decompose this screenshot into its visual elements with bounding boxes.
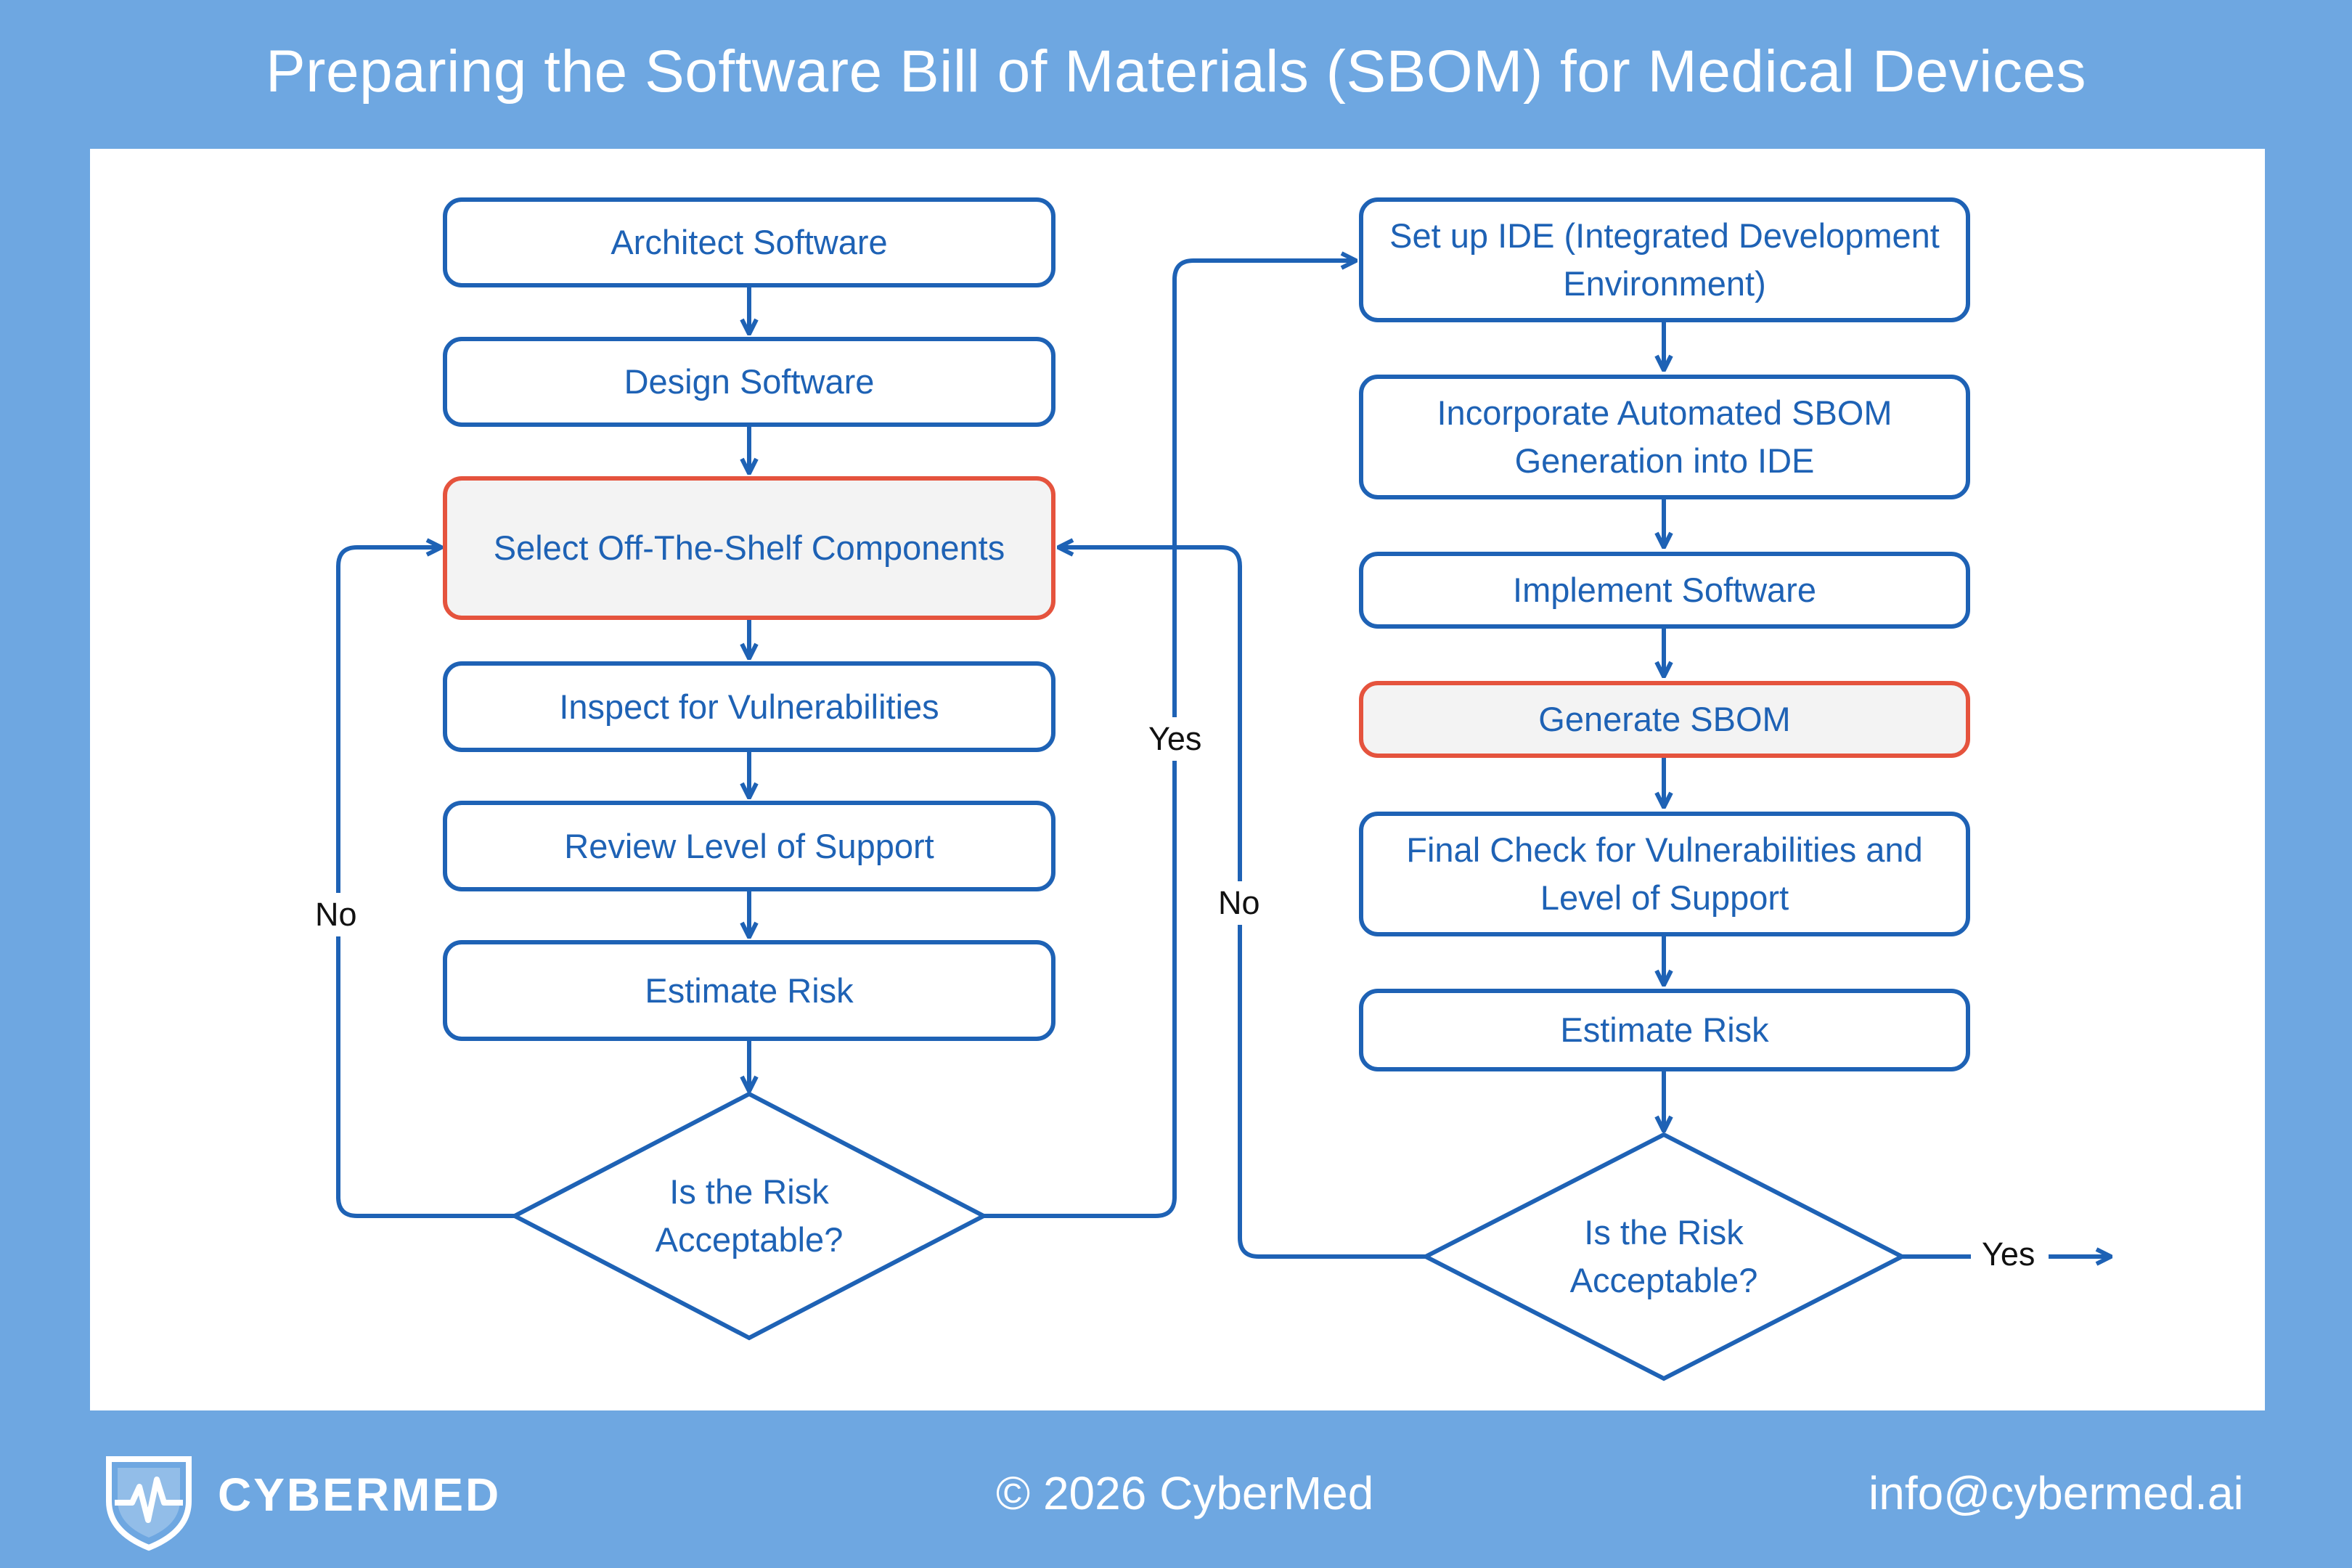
step-estimate-risk-right: Estimate Risk [1359, 989, 1970, 1071]
step-setup-ide: Set up IDE (Integrated Development Envir… [1359, 197, 1970, 322]
edge-label-yes-right: Yes [1982, 1236, 2035, 1273]
step-inspect-vulnerabilities: Inspect for Vulnerabilities [443, 661, 1055, 752]
step-label: Inspect for Vulnerabilities [559, 687, 939, 726]
step-implement-software: Implement Software [1359, 552, 1970, 629]
shield-heartbeat-icon [106, 1456, 192, 1551]
decision-label-right: Is the Risk Acceptable? [1569, 1213, 1758, 1299]
edge-label-no-left: No [314, 893, 359, 936]
decision-diamond-right [1421, 1132, 1907, 1381]
loop-no-left [336, 547, 515, 1218]
step-incorporate-sbom-generation: Incorporate Automated SBOM Generation in… [1359, 375, 1970, 499]
step-label: Implement Software [1513, 571, 1816, 609]
decision-diamond-left [510, 1091, 989, 1341]
step-select-ots-components: Select Off-The-Shelf Components [443, 476, 1055, 620]
step-label: Final Check for Vulnerabilities and Leve… [1406, 830, 1923, 917]
step-label: Generate SBOM [1538, 700, 1791, 738]
step-design-software: Design Software [443, 337, 1055, 427]
step-label: Design Software [624, 362, 875, 401]
step-label: Estimate Risk [645, 971, 854, 1010]
step-label: Set up IDE (Integrated Development Envir… [1389, 216, 1940, 303]
step-label: Review Level of Support [564, 826, 934, 865]
step-final-check: Final Check for Vulnerabilities and Leve… [1359, 812, 1970, 936]
copyright-text: © 2026 CyberMed [996, 1467, 1374, 1519]
brand-logo-text: CYBERMED [218, 1469, 502, 1521]
step-label: Architect Software [611, 223, 888, 261]
page-title: Preparing the Software Bill of Materials… [265, 38, 2087, 105]
step-estimate-risk-left: Estimate Risk [443, 940, 1055, 1041]
step-review-support: Review Level of Support [443, 801, 1055, 891]
step-label: Incorporate Automated SBOM Generation in… [1437, 393, 1892, 480]
edge-label-yes-left: Yes [1147, 717, 1204, 761]
step-label: Select Off-The-Shelf Components [493, 528, 1005, 567]
edge-label-no-right: No [1217, 881, 1262, 925]
contact-email[interactable]: info@cybermed.ai [1869, 1467, 2244, 1519]
step-generate-sbom: Generate SBOM [1359, 681, 1970, 758]
step-architect-software: Architect Software [443, 197, 1055, 287]
step-label: Estimate Risk [1560, 1010, 1769, 1049]
decision-label-left: Is the Risk Acceptable? [655, 1172, 844, 1259]
